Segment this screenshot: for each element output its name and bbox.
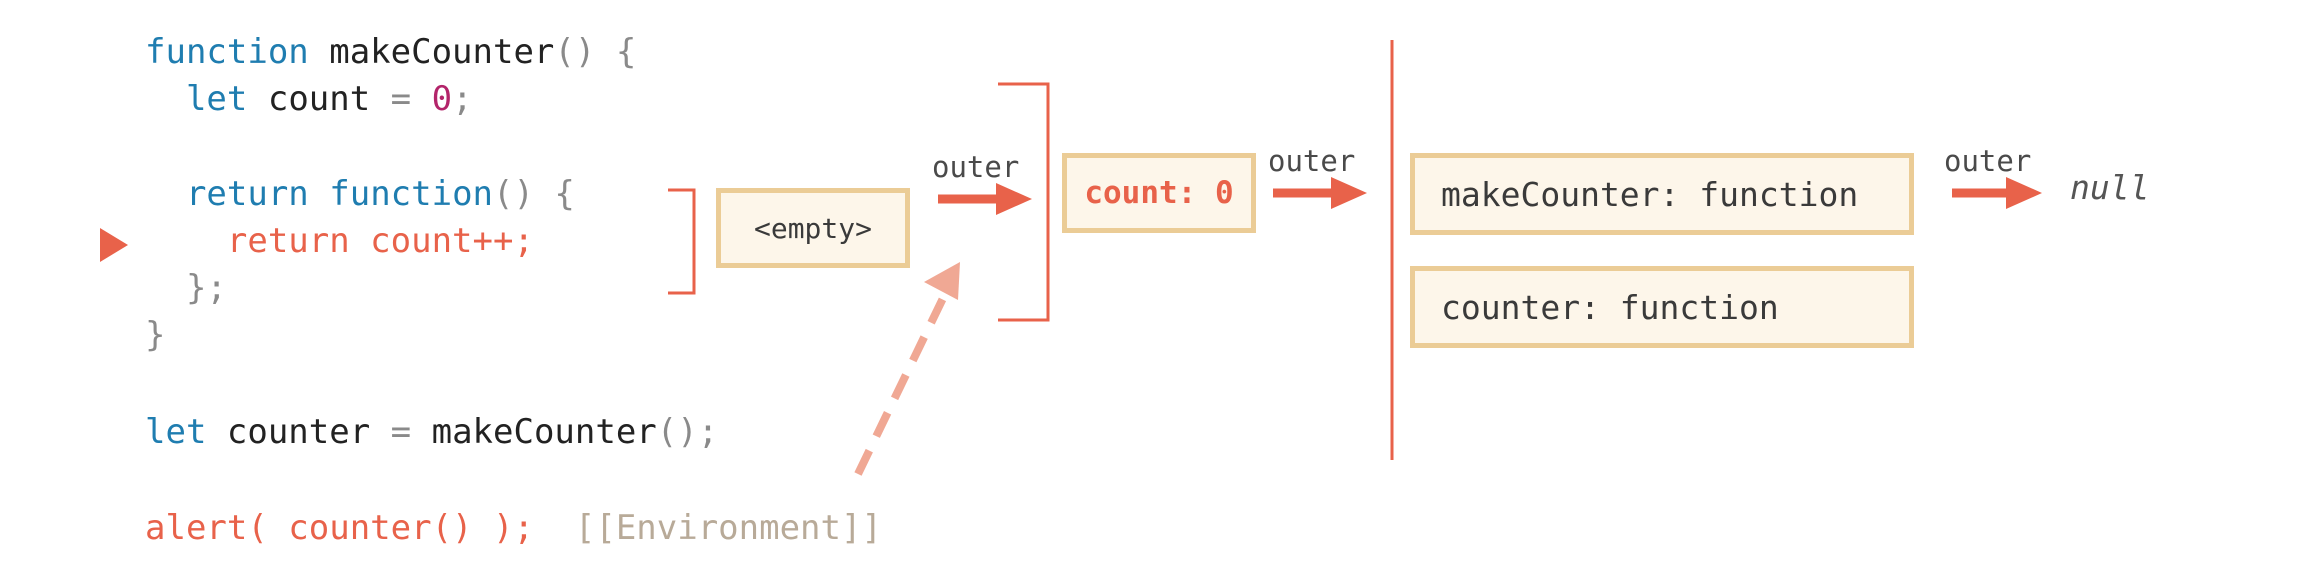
keyword-function-inner: function [308,174,494,214]
code-line-6: } [145,315,165,355]
alert-call: alert( counter() ); [145,508,534,548]
code-line-8: alert( counter() ); [[Environment]] [145,508,882,548]
makecounter-env-bracket [998,82,1050,322]
keyword-function: function [145,32,309,72]
outer-arrow-1 [938,183,1032,215]
call-makecounter: makeCounter [431,412,657,452]
variable-count: count [247,79,391,119]
current-line-return: return count++; [226,221,534,261]
punctuation: () { [554,32,637,72]
global-makecounter-box: makeCounter: function [1410,153,1914,235]
operator-assign: = [390,412,432,452]
keyword-let: let [145,412,207,452]
inner-close-brace: }; [185,268,227,308]
semicolon: ; [452,79,473,119]
empty-environment-box: <empty> [716,188,910,268]
outer-close-brace: } [145,315,166,355]
call-parens: (); [656,412,719,452]
global-counter-box: counter: function [1410,266,1914,348]
global-counter-entry: counter: function [1441,287,1779,327]
outer-label-1: outer [932,150,1020,184]
inner-function-bracket [668,188,696,295]
code-line-3: return function() { [145,174,575,214]
makecounter-environment-box: count: 0 [1062,153,1256,233]
count-variable: count: 0 [1084,175,1234,211]
variable-counter: counter [206,412,391,452]
environment-reference-label: [[Environment]] [574,508,882,548]
empty-label: <empty> [753,211,872,245]
punctuation: () { [493,174,575,214]
code-line-7: let counter = makeCounter(); [145,412,718,452]
code-line-5: }; [145,268,227,308]
code-line-2: let count = 0; [145,79,473,119]
outer-label-3: outer [1944,144,2032,178]
outer-arrow-2 [1273,177,1367,209]
code-line-1: function makeCounter() { [145,32,636,72]
operator-assign: = [390,79,432,119]
null-value: null [2070,168,2150,207]
environment-dashed-arrow [854,262,960,476]
code-line-4: return count++; [145,221,534,261]
execution-marker-icon [100,228,128,262]
keyword-return: return [185,174,309,214]
number-zero: 0 [431,79,453,119]
global-makecounter-entry: makeCounter: function [1441,174,1859,214]
function-name: makeCounter [308,32,555,72]
keyword-let: let [185,79,248,119]
outer-arrow-3 [1952,177,2042,209]
outer-label-2: outer [1268,144,1356,178]
